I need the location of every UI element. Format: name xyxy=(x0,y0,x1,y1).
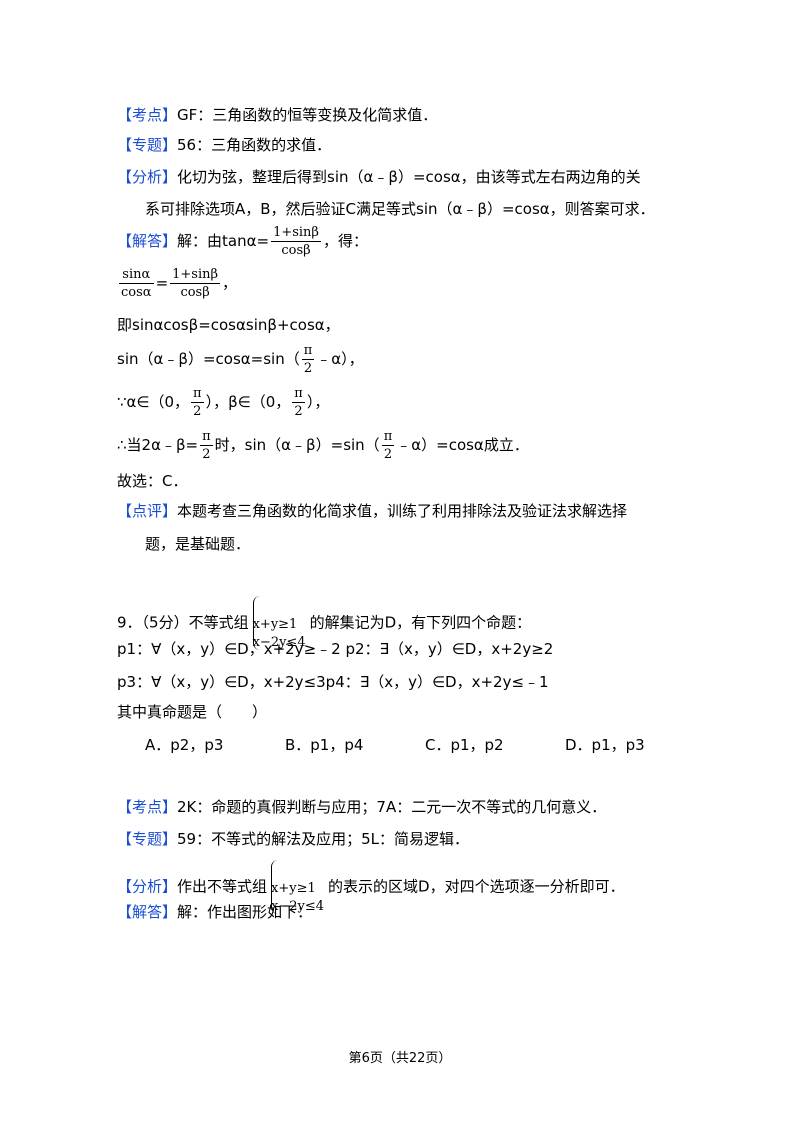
step5-mid: 时，sin（α﹣β）=sin（ xyxy=(214,436,380,454)
step5-two-1: 2 xyxy=(202,447,211,462)
option-d[interactable]: D．p1，p3 xyxy=(565,736,645,754)
q8-dianping-line2: 题，是基础题． xyxy=(145,535,251,553)
q9-fenxi-system: x+y≥1 x−2y≤4 xyxy=(271,858,324,916)
q8-fenxi: 【分析】化切为弦，整理后得到sin（α﹣β）=cosα，由该等式左右两边角的关 xyxy=(117,166,641,188)
q9-fenxi-post: 的表示的区域D，对四个选项逐一分析即可． xyxy=(328,877,625,896)
q9-zhuanti: 【专题】59：不等式的解法及应用；5L：简易逻辑． xyxy=(117,828,469,850)
option-a[interactable]: A．p2，p3 xyxy=(145,736,224,754)
q9-sys-line1: x+y≥1 xyxy=(252,617,298,632)
q9-stem-post: 的解集记为D，有下列四个命题： xyxy=(309,613,532,632)
kaodian-text: GF：三角函数的恒等变换及化简求值． xyxy=(177,106,438,124)
step1-eq: = xyxy=(155,274,169,292)
step5-pi-2: π xyxy=(381,429,395,446)
step4-mid: ），β∈（0， xyxy=(205,393,291,411)
fenxi-line1: 化切为弦，整理后得到sin（α﹣β）=cosα，由该等式左右两边角的关 xyxy=(177,168,641,186)
jieda-text-post: ，得： xyxy=(322,232,368,250)
step5-two-2: 2 xyxy=(383,447,393,462)
jieda-tag: 【解答】 xyxy=(117,232,178,250)
q9-options: A．p2，p3 B．p1，p4 C．p1，p2 D．p1，p3 xyxy=(145,734,705,756)
q9-stem-pre: 9．（5分）不等式组 xyxy=(117,613,249,632)
q9-jieda: 【解答】解：作出图形如下： xyxy=(117,901,312,923)
step1-right-num: 1+sinβ xyxy=(170,267,221,284)
step3-two: 2 xyxy=(303,361,313,376)
q9-question: 其中真命题是（ ） xyxy=(117,703,268,721)
zhuanti-tag: 【专题】 xyxy=(117,136,178,154)
q8-kaodian: 【考点】GF：三角函数的恒等变换及化简求值． xyxy=(117,104,437,126)
tan-frac-num: 1+sinβ xyxy=(271,225,321,242)
zhuanti-text: 56：三角函数的求值． xyxy=(177,136,332,154)
q9-zhuanti-text: 59：不等式的解法及应用；5L：简易逻辑． xyxy=(177,830,470,848)
step5-pi-1: π xyxy=(200,429,213,446)
q8-fenxi-line2: 系可排除选项A，B，然后验证C满足等式sin（α﹣β）=cosα，则答案可求． xyxy=(145,200,655,218)
step3-pi: π xyxy=(301,343,315,360)
step1-tail: ， xyxy=(222,274,238,292)
q8-zhuanti: 【专题】56：三角函数的求值． xyxy=(117,134,331,156)
step5-post: ﹣α）=cosα成立． xyxy=(396,436,529,454)
step4-two-1: 2 xyxy=(193,404,202,419)
option-c[interactable]: C．p1，p2 xyxy=(425,736,504,754)
page-footer: 第6页（共22页） xyxy=(348,1051,452,1066)
step4-pre: ∵α∈（0， xyxy=(117,393,190,411)
q9-jieda-text: 解：作出图形如下： xyxy=(177,903,313,921)
q8-dianping: 【点评】本题考查三角函数的化简求值，训练了利用排除法及验证法求解选择 xyxy=(117,500,627,522)
q9-fenxi-sys-line2: x−2y≤4 xyxy=(271,899,325,914)
q9-propositions-2: p3：∀（x，y）∈D，x+2y≤3p4：∃（x，y）∈D，x+2y≤﹣1 xyxy=(117,673,549,691)
step4-pi-1: π xyxy=(191,386,204,403)
q9-jieda-tag: 【解答】 xyxy=(117,903,178,921)
fenxi-tag: 【分析】 xyxy=(117,168,178,186)
step4-post: ）， xyxy=(306,393,330,411)
step4-two-2: 2 xyxy=(294,404,303,419)
step3-post: ﹣α）， xyxy=(316,350,364,368)
q8-answer: 故选：C． xyxy=(117,472,188,490)
q9-propositions-1: p1：∀（x，y）∈D，x+2y≥﹣2 p2：∃（x，y）∈D，x+2y≥2 xyxy=(117,640,554,658)
step5-pre: ∴当2α﹣β= xyxy=(117,436,199,454)
q9-fenxi-sys-line1: x+y≥1 xyxy=(271,881,316,896)
tan-frac-den: cosβ xyxy=(281,243,311,258)
step4-pi-2: π xyxy=(292,386,305,403)
kaodian-tag: 【考点】 xyxy=(117,106,178,124)
q9-zhuanti-tag: 【专题】 xyxy=(117,830,178,848)
dianping-line1: 本题考查三角函数的化简求值，训练了利用排除法及验证法求解选择 xyxy=(177,502,628,520)
step1-left-num: sinα xyxy=(119,268,154,284)
step1-right-den: cosβ xyxy=(180,285,210,300)
option-b[interactable]: B．p1，p4 xyxy=(285,736,364,754)
jieda-text-pre: 解：由tanα= xyxy=(177,232,270,250)
q9-sys-line2: x−2y≤4 xyxy=(252,635,306,650)
q9-kaodian: 【考点】2K：命题的真假判断与应用；7A：二元一次不等式的几何意义． xyxy=(117,796,606,818)
q9-fenxi-tag: 【分析】 xyxy=(117,877,178,896)
q9-kaodian-tag: 【考点】 xyxy=(117,798,178,816)
q9-fenxi-pre: 作出不等式组 xyxy=(177,877,268,896)
q8-step2: 即sinαcosβ=cosαsinβ+cosα， xyxy=(117,316,340,334)
dianping-tag: 【点评】 xyxy=(117,502,178,520)
step3-pre: sin（α﹣β）=cosα=sin（ xyxy=(117,350,300,368)
q9-kaodian-text: 2K：命题的真假判断与应用；7A：二元一次不等式的几何意义． xyxy=(177,798,607,816)
step1-left-den: cosα xyxy=(121,285,152,300)
q9-inequality-system: x+y≥1 x−2y≤4 xyxy=(252,594,306,652)
